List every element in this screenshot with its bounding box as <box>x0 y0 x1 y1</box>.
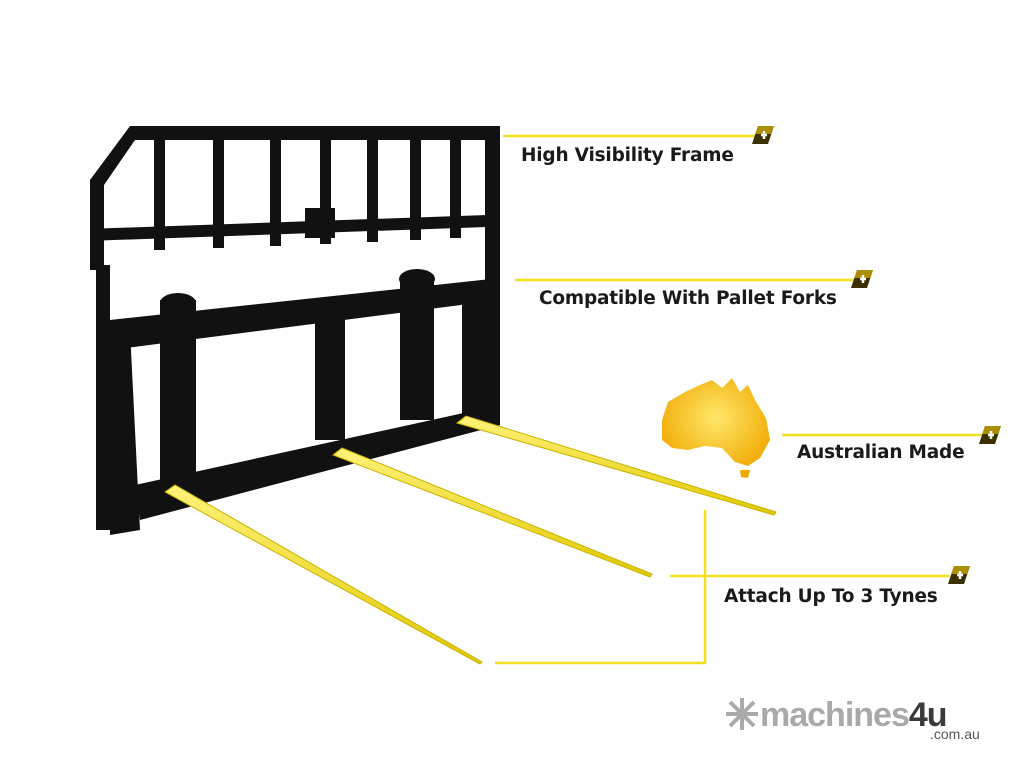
tyne-left <box>164 484 483 665</box>
logo-number: 4u <box>908 696 948 734</box>
callout-high-visibility-frame: High Visibility Frame <box>521 145 734 166</box>
logo-domain: .com.au <box>930 726 980 742</box>
tynes <box>164 415 777 665</box>
callout-attach-tynes: Attach Up To 3 Tynes <box>724 586 938 607</box>
tyne-right <box>455 415 777 516</box>
plus-icon[interactable] <box>851 269 873 289</box>
tyne-middle <box>331 447 653 578</box>
plus-icon[interactable] <box>979 425 1001 445</box>
plus-icon[interactable] <box>948 565 970 585</box>
australia-map-icon <box>662 378 770 478</box>
callout-australian-made: Australian Made <box>797 442 965 463</box>
asterisk-logo-icon <box>726 698 758 730</box>
plus-icon[interactable] <box>752 125 774 145</box>
frame <box>90 126 500 535</box>
logo-wordmark: machines <box>760 696 910 734</box>
callout-lines <box>495 134 984 665</box>
callout-compatible-pallet-forks: Compatible With Pallet Forks <box>539 288 837 309</box>
